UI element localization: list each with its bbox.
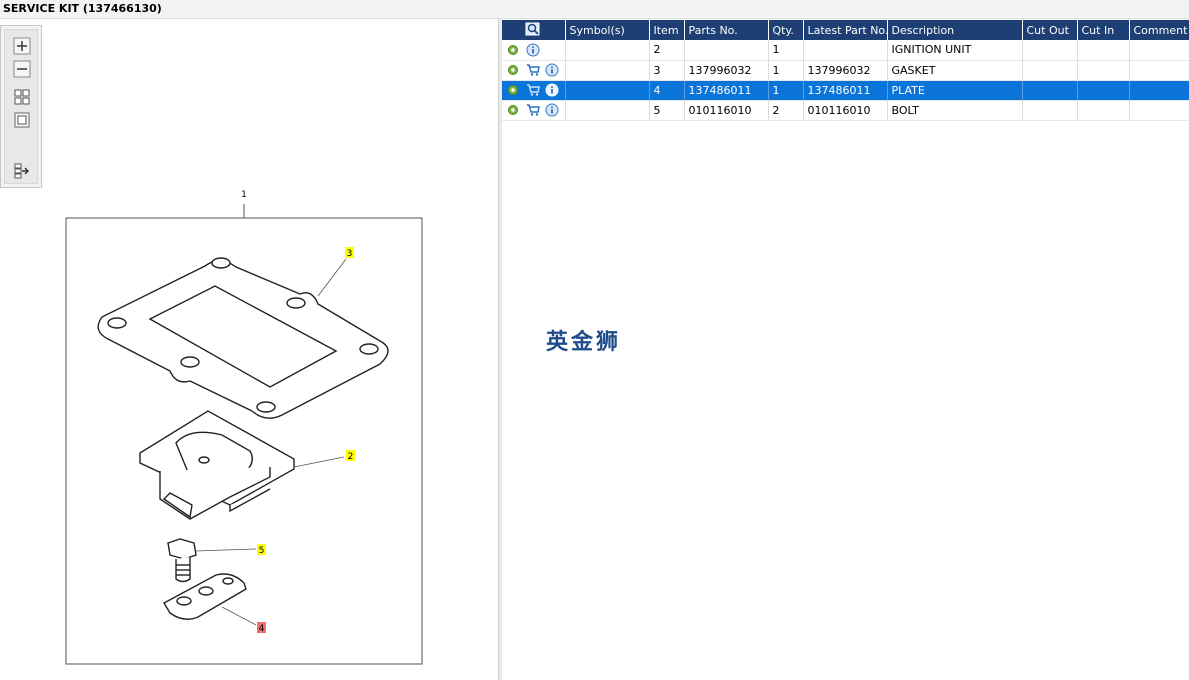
watermark-text: 英金狮 [546,330,622,355]
window-title: SERVICE KIT (137466130) [3,2,162,15]
cell-qty: 1 [768,40,804,61]
column-header-qty[interactable]: Qty. [768,20,804,40]
cell-description: PLATE [887,80,1023,101]
table-row[interactable]: 5 010116010 2 010116010 BOLT [502,100,1189,121]
drawing-pane[interactable]: 1 [0,19,498,680]
info-icon[interactable] [526,43,540,57]
cell-latest-part-no: 137486011 [803,80,888,101]
cell-parts-no: 137486011 [684,80,769,101]
callout-2-label: 2 [348,452,354,462]
cell-symbols [565,100,650,121]
cell-qty: 1 [768,60,804,81]
callout-4[interactable] [257,622,266,633]
callout-4-label: 4 [259,624,265,634]
cell-qty: 2 [768,100,804,121]
zoom-in-icon[interactable] [13,37,31,55]
callout-2[interactable] [346,450,355,461]
parts-table: Symbol(s) Item Parts No. Qty. Latest Par… [502,20,1189,121]
zoom-out-icon[interactable] [13,60,31,78]
gear-icon[interactable] [506,103,520,117]
cell-description: IGNITION UNIT [887,40,1023,61]
cell-latest-part-no [803,40,888,61]
callout-5[interactable] [257,544,266,555]
cell-cut-in [1077,100,1130,121]
cell-cut-out [1022,100,1078,121]
column-header-comment[interactable]: Comment [1129,20,1189,40]
fit-all-icon[interactable] [13,88,31,106]
cell-latest-part-no: 137996032 [803,60,888,81]
cell-comment [1129,80,1189,101]
row-actions [502,80,566,101]
cell-symbols [565,60,650,81]
cell-latest-part-no: 010116010 [803,100,888,121]
cell-cut-out [1022,80,1078,101]
column-header-cut-in[interactable]: Cut In [1077,20,1130,40]
pane-splitter[interactable] [498,19,502,680]
cell-comment [1129,40,1189,61]
gear-icon[interactable] [506,83,520,97]
cell-comment [1129,60,1189,81]
column-header-latest-part-no[interactable]: Latest Part No. [803,20,888,40]
cell-cut-in [1077,40,1130,61]
cell-cut-in [1077,60,1130,81]
cell-symbols [565,40,650,61]
view-toolbar [0,25,42,188]
parts-list-pane: Symbol(s) Item Parts No. Qty. Latest Par… [502,19,1189,680]
gear-icon[interactable] [506,43,520,57]
row-actions [502,60,566,81]
cell-parts-no: 137996032 [684,60,769,81]
callout-3[interactable] [345,247,354,258]
column-header-parts-no[interactable]: Parts No. [684,20,769,40]
bolt-part[interactable] [167,538,197,583]
column-header-description[interactable]: Description [887,20,1023,40]
gear-icon[interactable] [506,63,520,77]
gasket-part[interactable] [97,257,389,419]
cart-icon[interactable] [526,63,540,77]
cell-parts-no [684,40,769,61]
table-row[interactable]: 3 137996032 1 137996032 GASKET [502,60,1189,81]
table-row[interactable]: 2 1 IGNITION UNIT [502,40,1189,61]
cell-item: 5 [649,100,685,121]
plate-part[interactable] [163,573,247,620]
table-row-selected[interactable]: 4 137486011 1 137486011 PLATE [502,80,1189,101]
info-icon[interactable] [545,103,559,117]
info-icon[interactable] [545,83,559,97]
cell-item: 3 [649,60,685,81]
title-bar: SERVICE KIT (137466130) [0,0,1189,19]
cell-cut-in [1077,80,1130,101]
row-actions [502,100,566,121]
search-parts-icon[interactable] [525,22,541,36]
exploded-view-drawing[interactable]: 1 [0,19,498,680]
cell-description: GASKET [887,60,1023,81]
cell-cut-out [1022,60,1078,81]
fit-window-icon[interactable] [13,111,31,129]
cell-description: BOLT [887,100,1023,121]
column-header-tools[interactable] [502,20,566,40]
export-icon[interactable] [13,162,31,180]
cart-icon[interactable] [526,83,540,97]
column-header-symbols[interactable]: Symbol(s) [565,20,650,40]
cell-comment [1129,100,1189,121]
column-header-cut-out[interactable]: Cut Out [1022,20,1078,40]
assembly-label: 1 [241,190,247,200]
callout-5-label: 5 [259,546,265,556]
cell-qty: 1 [768,80,804,101]
cell-symbols [565,80,650,101]
row-actions [502,40,566,61]
cell-item: 4 [649,80,685,101]
callout-3-label: 3 [347,249,353,259]
ignition-unit-part[interactable] [139,410,295,520]
table-header-row: Symbol(s) Item Parts No. Qty. Latest Par… [502,20,1189,40]
cell-cut-out [1022,40,1078,61]
cell-item: 2 [649,40,685,61]
column-header-item[interactable]: Item [649,20,685,40]
cart-icon[interactable] [526,103,540,117]
info-icon[interactable] [545,63,559,77]
cell-parts-no: 010116010 [684,100,769,121]
